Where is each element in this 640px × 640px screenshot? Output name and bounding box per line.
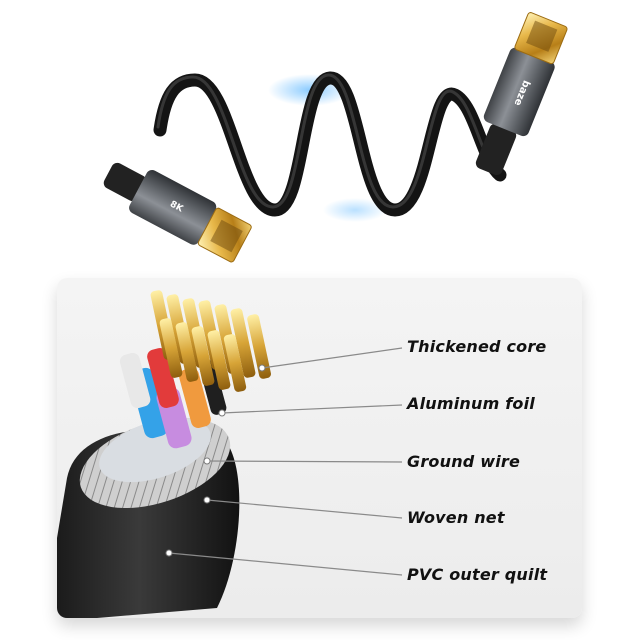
coil-glow-lower (323, 198, 387, 222)
callout-pvc-outer-quilt: PVC outer quilt (407, 565, 548, 584)
cable-cross-section (57, 290, 403, 618)
callout-ground-wire: Ground wire (407, 452, 521, 471)
callout-aluminum-foil: Aluminum foil (407, 394, 535, 413)
thickened-core-strands (150, 290, 271, 392)
callout-woven-net: Woven net (407, 508, 505, 527)
cross-section-panel (57, 278, 582, 618)
callout-dots (165, 364, 266, 557)
left-hdmi-connector: 8K (103, 162, 252, 263)
insulated-conductors (119, 348, 227, 449)
right-hdmi-connector: baze (475, 12, 568, 176)
hdmi-cable-illustration: 8K baze (103, 12, 568, 263)
callout-lines (168, 347, 403, 576)
callout-thickened-core: Thickened core (407, 337, 547, 356)
